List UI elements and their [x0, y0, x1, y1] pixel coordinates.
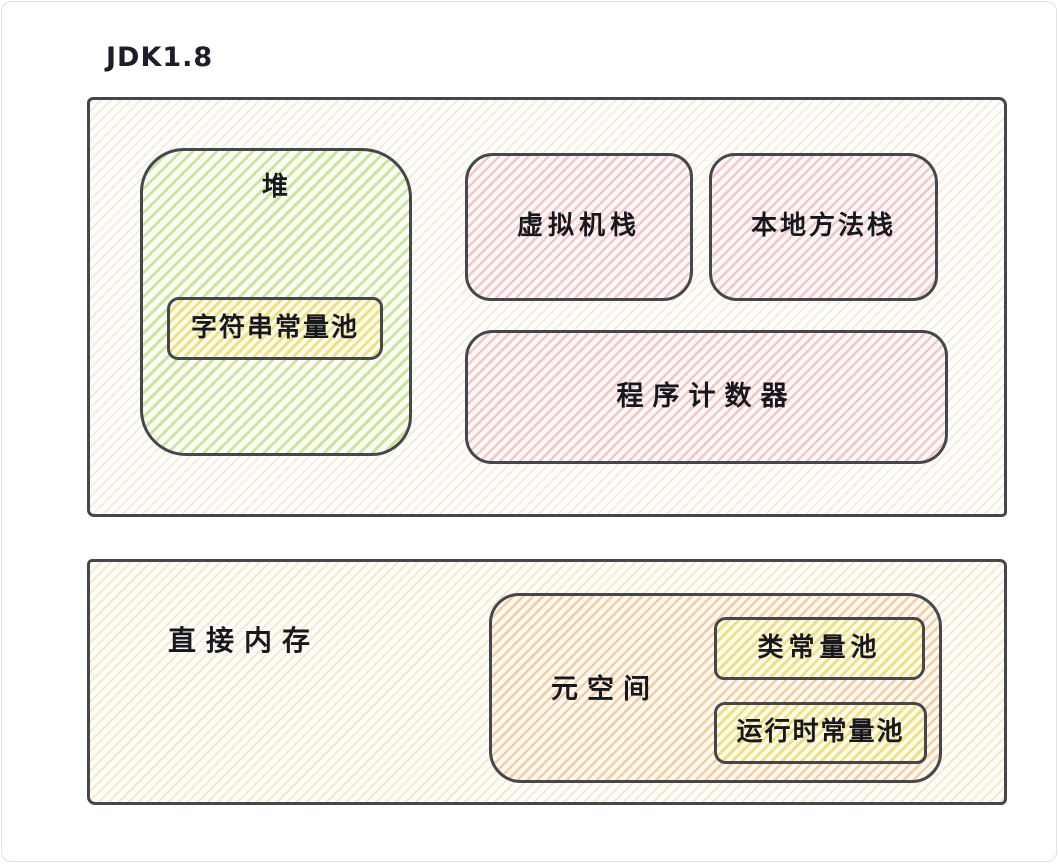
runtime-constant-pool-box: 运行时常量池	[714, 702, 927, 764]
class-constant-pool-label: 类常量池	[757, 632, 882, 663]
program-counter-box: 程序计数器	[465, 330, 948, 464]
native-method-stack-label: 本地方法栈	[750, 211, 896, 242]
runtime-constant-pool-label: 运行时常量池	[736, 717, 905, 748]
string-constant-pool-box: 字符串常量池	[167, 297, 383, 360]
direct-memory-label: 直接内存	[168, 624, 321, 657]
page-title: JDK1.8	[106, 42, 214, 73]
class-constant-pool-box: 类常量池	[714, 617, 925, 680]
program-counter-label: 程序计数器	[616, 380, 797, 412]
string-constant-pool-label: 字符串常量池	[190, 312, 359, 343]
metaspace-label: 元空间	[551, 674, 659, 705]
vm-stack-label: 虚拟机栈	[516, 211, 641, 242]
runtime-data-area-box: 堆 字符串常量池 虚拟机栈 本地方法栈 程序计数器	[87, 97, 1007, 517]
native-method-stack-box: 本地方法栈	[709, 153, 938, 301]
vm-stack-box: 虚拟机栈	[465, 153, 693, 301]
heap-label: 堆	[261, 172, 290, 202]
